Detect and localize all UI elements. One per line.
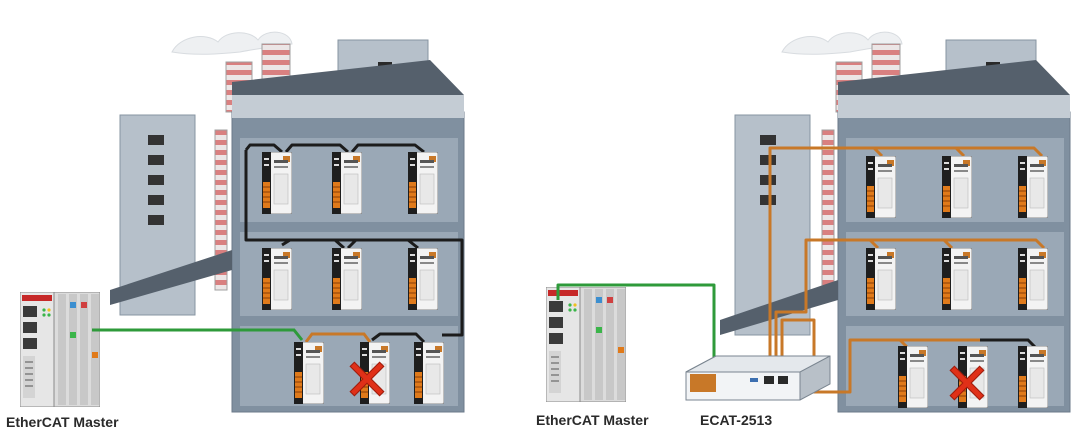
smoke-icon [171,31,293,55]
io-module-icon [332,248,362,310]
left-master-label: EtherCAT Master [6,414,119,430]
io-module-icon [1018,156,1048,218]
ethercat-master-icon [20,292,100,407]
io-module-icon [414,342,444,404]
io-module-icon [408,248,438,310]
io-module-icon [1018,248,1048,310]
ecat-2513-label: ECAT-2513 [700,412,773,428]
io-module-icon [1018,346,1048,408]
left-green-cable [92,328,304,341]
ethercat-master-icon [546,287,626,402]
right-building [720,31,1071,413]
io-module-icon [866,156,896,218]
right-master-label: EtherCAT Master [536,412,649,428]
io-module-icon [262,152,292,214]
io-module-icon [898,346,928,408]
io-module-icon [262,248,292,310]
io-module-icon [294,342,324,404]
left-orange-cable [304,332,372,343]
right-black-cable [980,338,1038,350]
smoke-icon [781,31,903,55]
io-module-icon [866,248,896,310]
left-building [110,31,465,413]
io-module-icon [942,156,972,218]
right-module-row-2 [866,248,1048,310]
left-module-row-2 [262,248,438,310]
io-module-icon [332,152,362,214]
roof [232,95,464,118]
io-module-icon [942,248,972,310]
right-orange-cables [768,146,1046,394]
io-module-icon [408,152,438,214]
left-ring-cables [244,143,464,344]
pipe-column [214,129,228,291]
right-module-row-1 [866,156,1048,218]
left-module-row-1 [262,152,438,214]
ecat-2513-icon [685,355,831,401]
